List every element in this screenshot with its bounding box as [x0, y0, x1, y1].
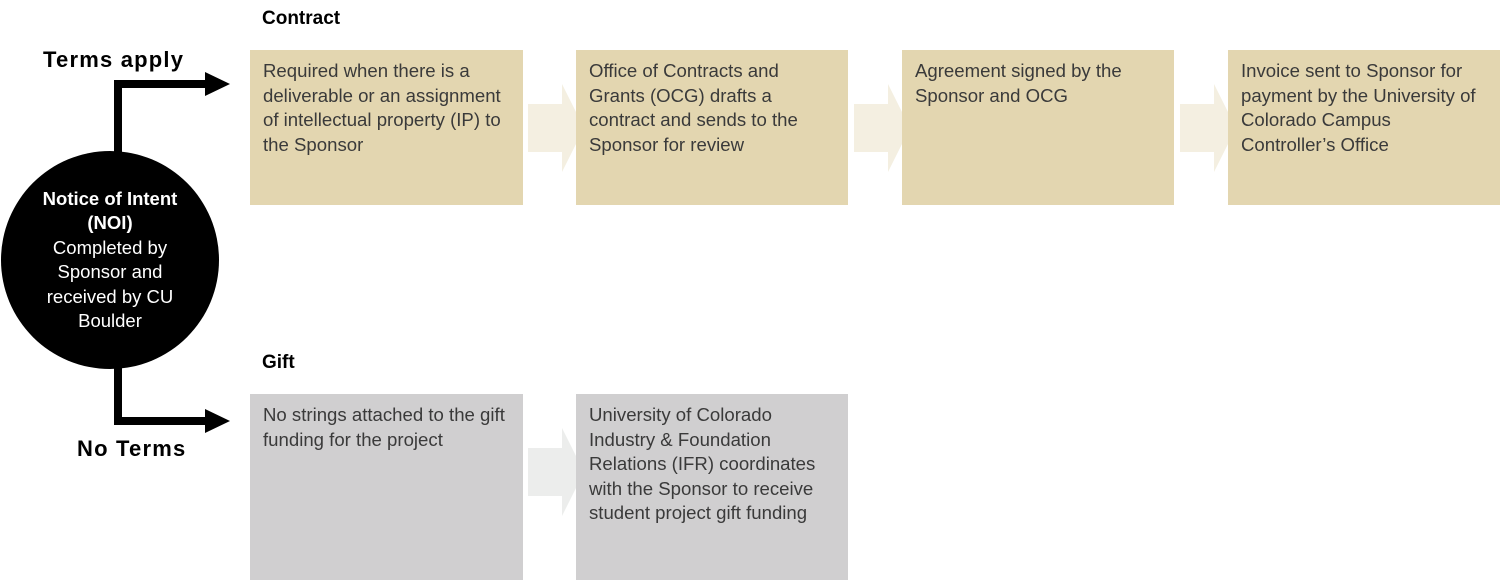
contract-section-label: Contract — [262, 8, 341, 29]
no-terms-arrowhead — [205, 409, 230, 433]
contract-step-3: Agreement signed by the Sponsor and OCG — [902, 50, 1174, 205]
noi-node: Notice of Intent (NOI) Completed by Spon… — [1, 151, 219, 369]
gift-step-2: University of Colorado Industry & Founda… — [576, 394, 848, 580]
gift-section-label: Gift — [262, 352, 295, 373]
contract-arrow-1 — [528, 84, 584, 172]
terms-apply-connector — [114, 80, 208, 152]
contract-arrow-2 — [854, 84, 910, 172]
gift-arrow-1 — [528, 428, 584, 516]
contract-arrow-3 — [1180, 84, 1236, 172]
contract-step-4: Invoice sent to Sponsor for payment by t… — [1228, 50, 1500, 205]
terms-apply-label: Terms apply — [43, 47, 185, 72]
no-terms-label: No Terms — [77, 436, 187, 461]
noi-description: Completed by Sponsor and received by CU … — [46, 236, 174, 332]
contract-step-2: Office of Contracts and Grants (OCG) dra… — [576, 50, 848, 205]
no-terms-connector — [114, 368, 208, 425]
terms-apply-arrowhead — [205, 72, 230, 96]
noi-title: Notice of Intent (NOI) — [42, 187, 178, 234]
gift-step-1: No strings attached to the gift funding … — [250, 394, 523, 580]
contract-step-1: Required when there is a deliverable or … — [250, 50, 523, 205]
